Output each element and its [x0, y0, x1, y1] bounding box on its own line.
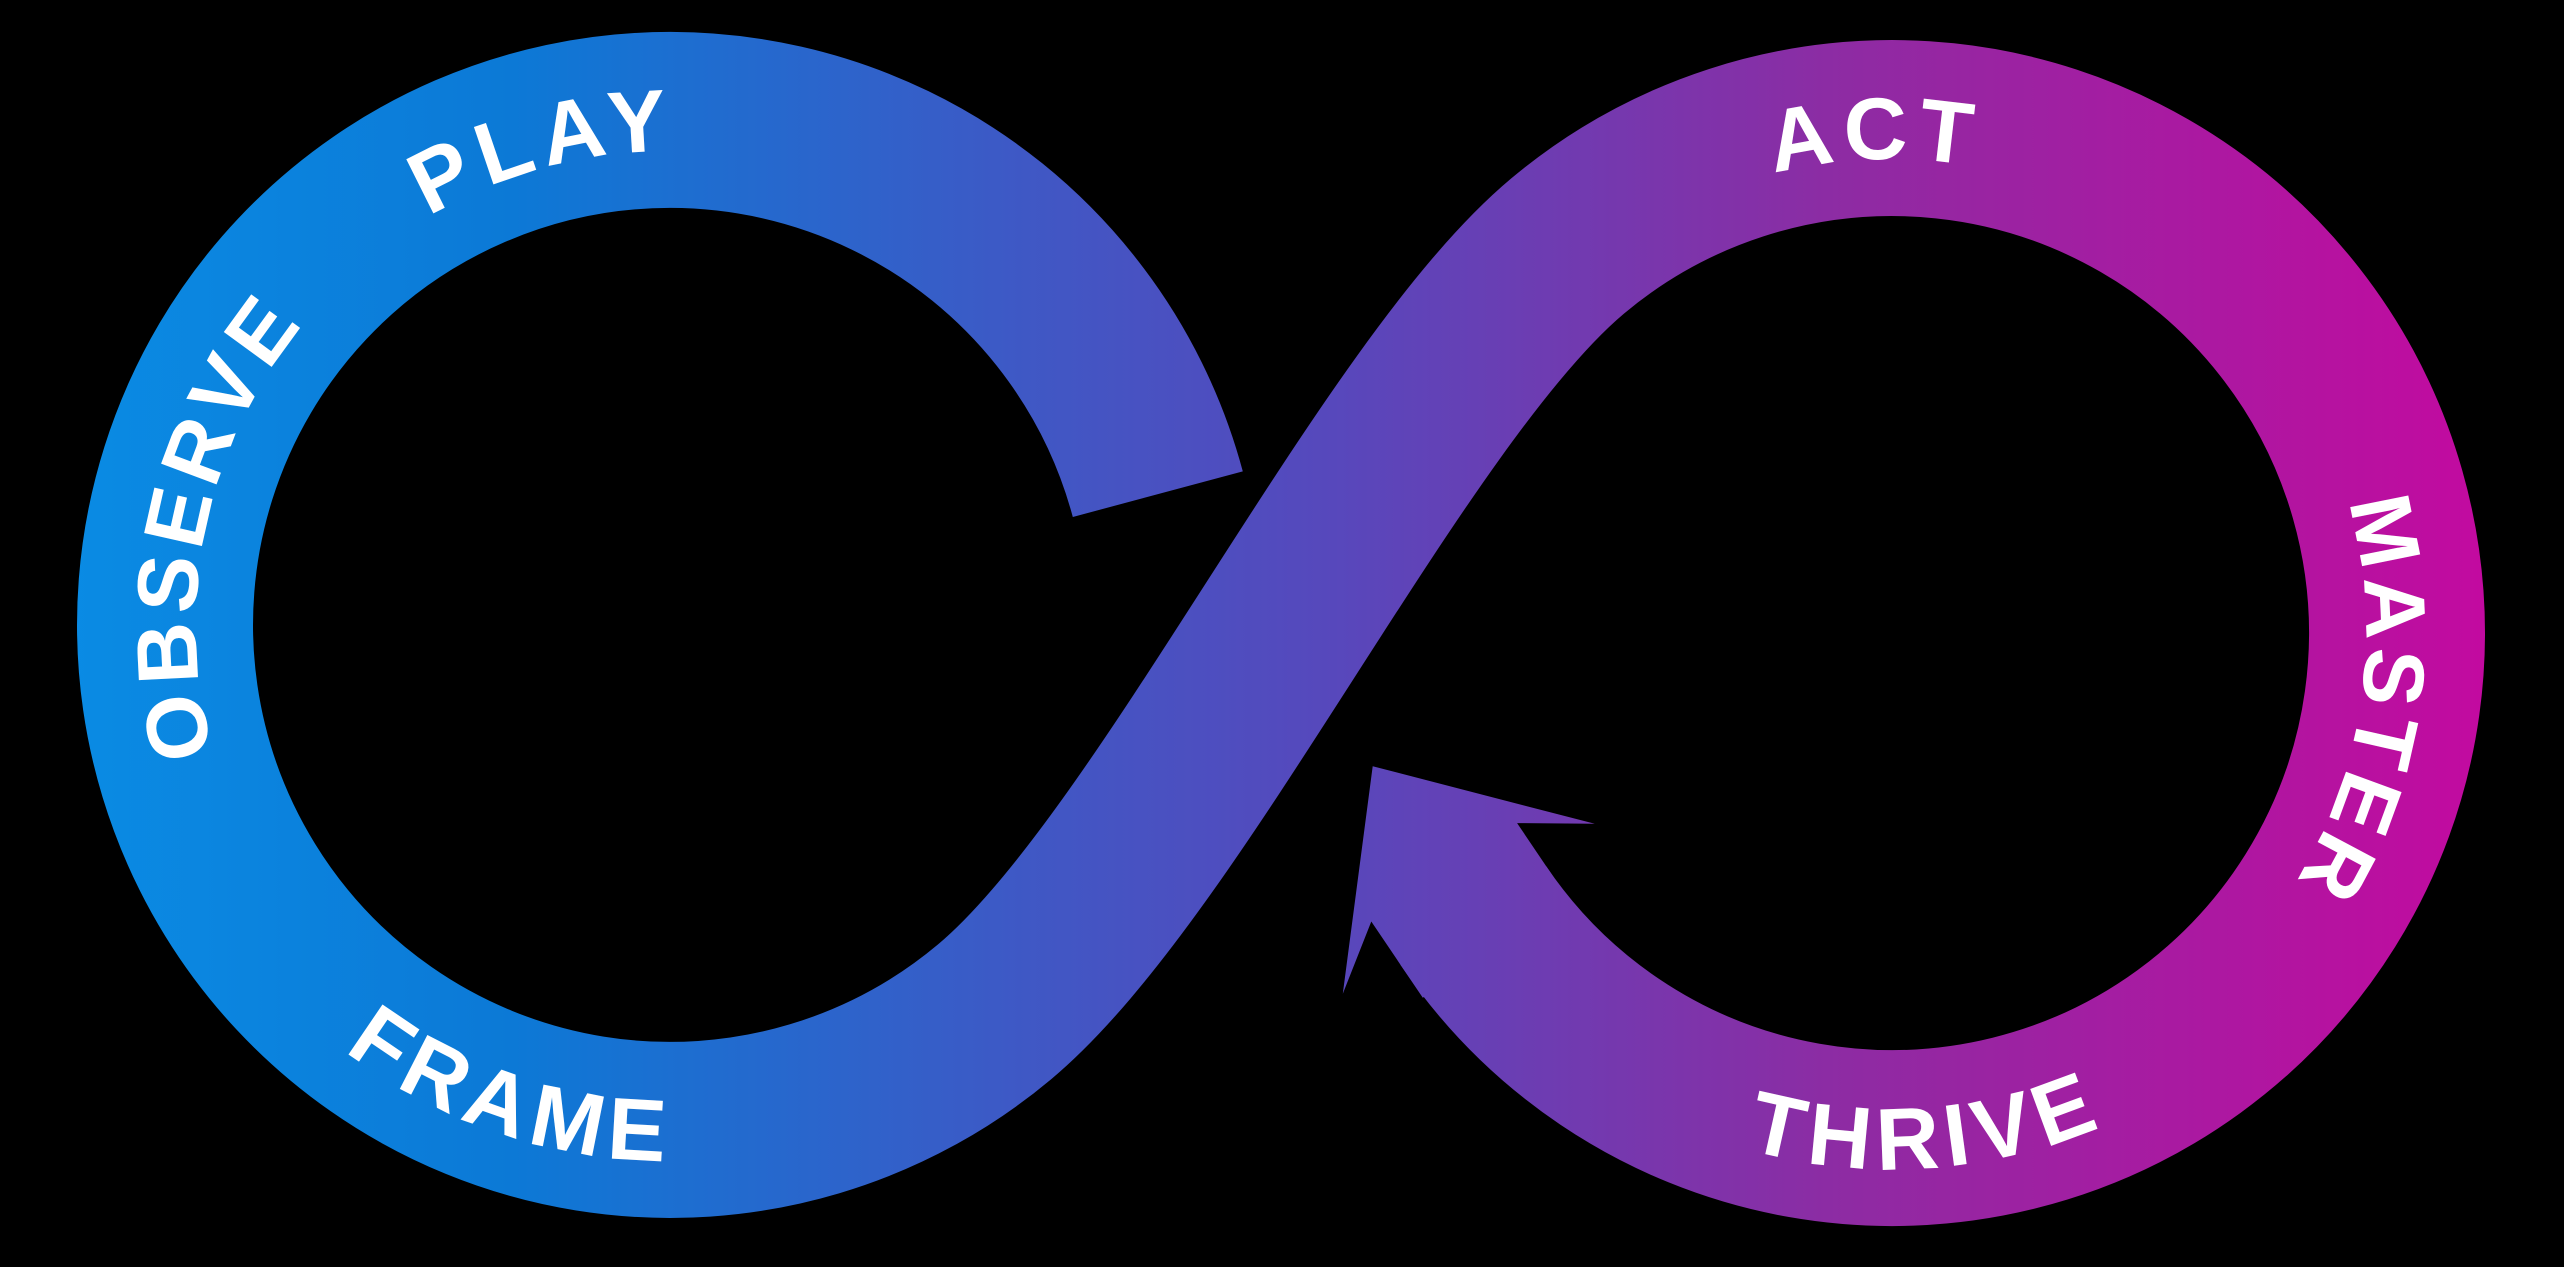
label-act: ACT: [1760, 78, 1987, 191]
arrowhead-icon: [1342, 766, 1595, 998]
infinity-ribbon: [77, 31, 2485, 1227]
label-act-text: ACT: [1760, 78, 1979, 191]
